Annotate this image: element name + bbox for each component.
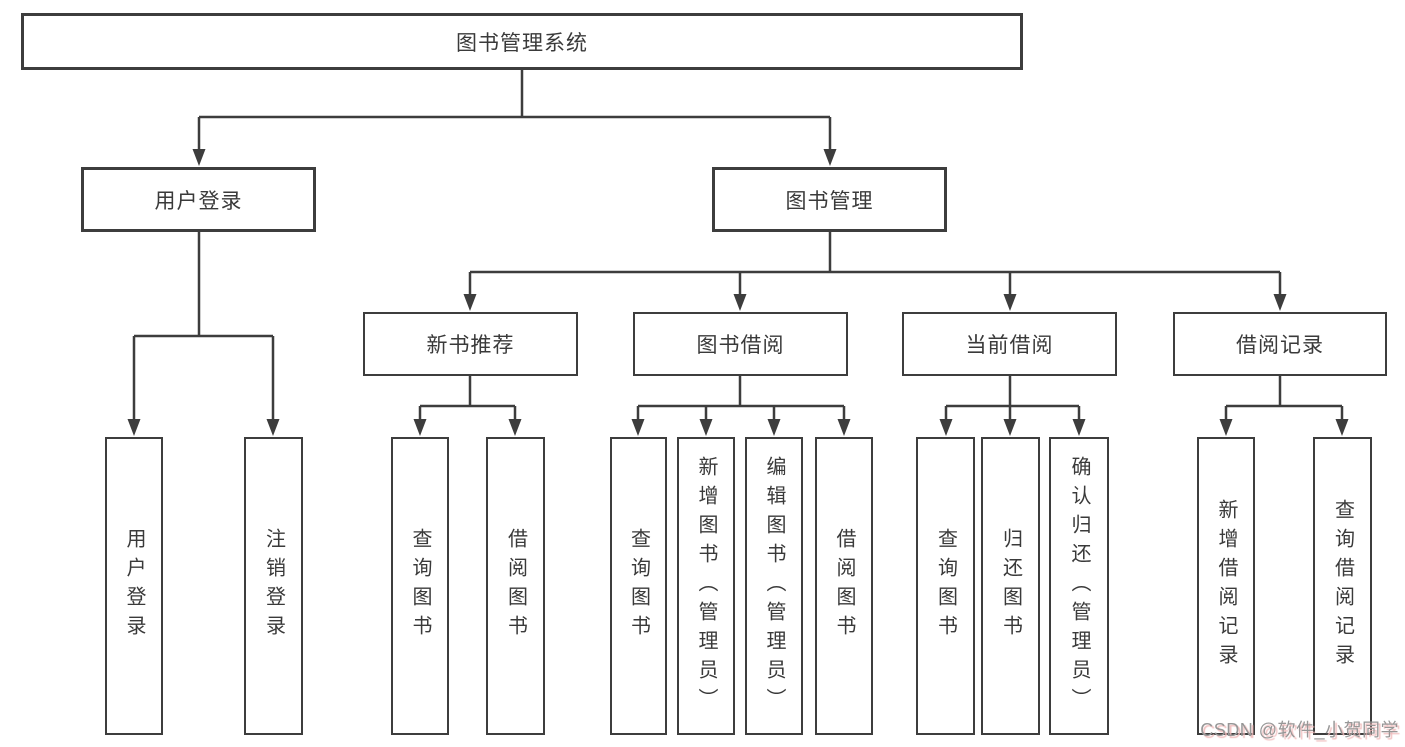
leaf-query-book-a: 查询图书 [391, 437, 449, 735]
node-book-management-label: 图书管理 [785, 189, 874, 213]
node-current-borrow-label: 当前借阅 [965, 334, 1054, 357]
leaf-query-book-b-label: 查询图书 [627, 528, 650, 644]
leaf-add-book: 新增图书（管理员） [677, 437, 735, 735]
leaf-borrow-book-a-label: 借阅图书 [504, 528, 527, 644]
csdn-watermark: CSDN @软件_小贺同学 [1200, 720, 1399, 740]
leaf-confirm-return-label: 确认归还（管理员） [1068, 455, 1090, 717]
connector-borrow-records [1224, 376, 1344, 421]
leaf-logout: 注销登录 [244, 437, 303, 735]
leaf-query-borrow-record: 查询借阅记录 [1313, 437, 1372, 735]
leaf-user-login: 用户登录 [105, 437, 163, 735]
leaf-borrow-book-b: 借阅图书 [815, 437, 873, 735]
leaf-logout-label: 注销登录 [262, 528, 285, 644]
leaf-borrow-book-b-label: 借阅图书 [833, 528, 855, 644]
leaf-return-book: 归还图书 [981, 437, 1040, 735]
node-borrow-records: 借阅记录 [1173, 312, 1387, 376]
leaf-query-borrow-record-label: 查询借阅记录 [1331, 499, 1354, 673]
node-new-book-recommend-label: 新书推荐 [426, 334, 515, 357]
connector-current-borrow [944, 376, 1081, 421]
leaf-edit-book-label: 编辑图书（管理员） [763, 455, 785, 717]
connector-new-book [418, 376, 517, 421]
leaf-add-borrow-record: 新增借阅记录 [1197, 437, 1255, 735]
connector-user-login [132, 232, 275, 421]
node-book-borrow-label: 图书借阅 [696, 334, 785, 357]
connector-book-borrow [636, 376, 846, 421]
leaf-add-borrow-record-label: 新增借阅记录 [1215, 499, 1237, 673]
connector-root [197, 69, 832, 151]
leaf-borrow-book-a: 借阅图书 [486, 437, 545, 735]
node-borrow-records-label: 借阅记录 [1236, 334, 1324, 357]
node-book-management: 图书管理 [712, 167, 947, 232]
leaf-query-book-c-label: 查询图书 [934, 528, 957, 644]
leaf-query-book-b: 查询图书 [610, 437, 667, 735]
node-root: 图书管理系统 [21, 13, 1023, 70]
node-current-borrow: 当前借阅 [902, 312, 1117, 376]
node-root-label: 图书管理系统 [456, 31, 588, 55]
connector-book-management [468, 232, 1282, 296]
leaf-return-book-label: 归还图书 [999, 528, 1022, 644]
leaf-confirm-return: 确认归还（管理员） [1049, 437, 1109, 735]
node-user-login: 用户登录 [81, 167, 316, 232]
leaf-query-book-a-label: 查询图书 [409, 528, 431, 644]
leaf-add-book-label: 新增图书（管理员） [695, 455, 717, 717]
node-user-login-label: 用户登录 [154, 189, 243, 213]
node-book-borrow: 图书借阅 [633, 312, 848, 376]
leaf-query-book-c: 查询图书 [916, 437, 975, 735]
leaf-user-login-label: 用户登录 [123, 528, 145, 644]
node-new-book-recommend: 新书推荐 [363, 312, 578, 376]
leaf-edit-book: 编辑图书（管理员） [745, 437, 803, 735]
